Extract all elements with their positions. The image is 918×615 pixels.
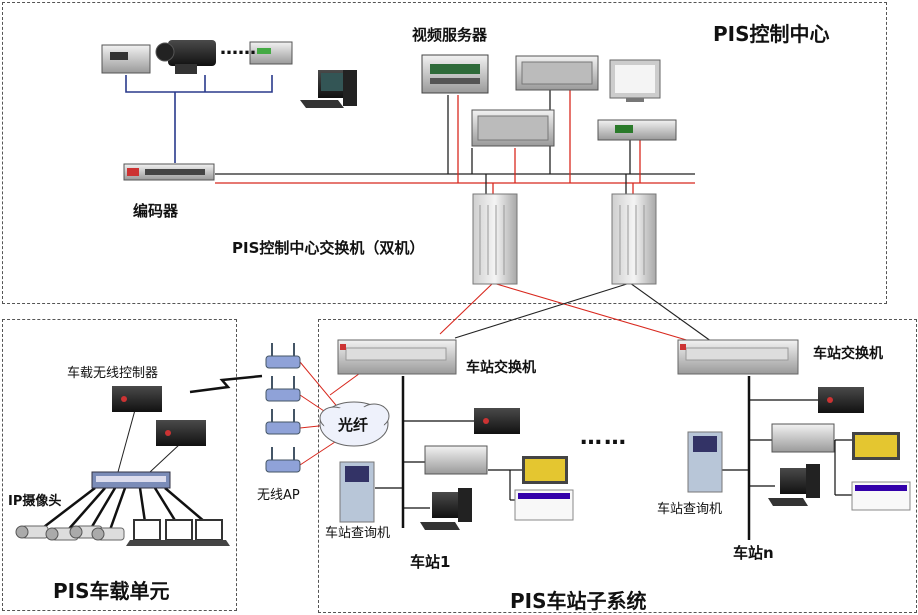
wireless-ap-label: 无线AP (257, 488, 300, 503)
monitor-display (609, 59, 661, 102)
video-camera-device (155, 40, 216, 74)
trunk-links (439, 282, 716, 345)
station1-kiosk (339, 461, 375, 523)
station1-kiosk-label: 车站查询机 (325, 526, 391, 541)
vehicle-switch (91, 471, 171, 489)
fiber-cloud (319, 401, 390, 447)
center-switch-label: PIS控制中心交换机（双机） (232, 239, 425, 257)
station1-storage (424, 445, 488, 475)
station1-display (522, 456, 568, 484)
ip-camera-4 (91, 527, 125, 541)
vehicle-laptop-1 (126, 519, 168, 546)
encoder-label: 编码器 (133, 202, 179, 220)
station1-switch (337, 339, 457, 375)
station-ellipsis: …… (580, 425, 628, 450)
vehicle-links (39, 409, 206, 531)
vehicle-controller-2 (156, 420, 206, 446)
wireless-ap-2 (265, 376, 301, 402)
storage-array-2 (471, 109, 555, 147)
vehicle-laptop-2 (158, 519, 200, 546)
station1-switch-label: 车站交换机 (466, 360, 536, 376)
decoder-device (597, 119, 677, 141)
stationn-display (852, 432, 900, 460)
stationn-controller (818, 387, 864, 413)
vehicle-laptop-3 (188, 519, 230, 546)
wireless-ap-4 (265, 447, 301, 473)
vehicle-wireless-controller (112, 386, 162, 412)
wireless-ap-1 (265, 343, 301, 369)
center-links (125, 75, 695, 195)
video-server-device (421, 54, 489, 94)
camera-ellipsis: …… (220, 38, 256, 59)
stationn-storage (771, 423, 835, 453)
station-subsystem-title: PIS车站子系统 (510, 589, 647, 613)
wireless-link-bolt (189, 374, 263, 394)
center-pc (300, 70, 357, 108)
vehicle-wireless-controller-label: 车载无线控制器 (67, 366, 159, 381)
station1-label: 车站1 (410, 553, 451, 571)
stationn-switch (677, 339, 799, 375)
control-center-title: PIS控制中心 (713, 22, 830, 46)
center-switch-2 (611, 193, 657, 285)
station1-lcd-screen (514, 489, 574, 521)
video-server-label: 视频服务器 (412, 26, 488, 44)
stationn-label: 车站n (733, 544, 774, 562)
fiber-label: 光纤 (338, 416, 369, 434)
center-switch-1 (472, 193, 518, 285)
storage-array-1 (515, 55, 599, 91)
vehicle-unit-region (2, 319, 237, 611)
stationn-lcd-screen (851, 481, 911, 511)
ip-camera-1 (15, 525, 49, 539)
vehicle-unit-title: PIS车载单元 (53, 579, 170, 603)
stationn-pc (768, 464, 820, 506)
wireless-ap-3 (265, 409, 301, 435)
stationn-kiosk (687, 431, 723, 493)
control-center-region (2, 2, 887, 304)
station1-controller (474, 408, 520, 434)
ip-camera-label: IP摄像头 (8, 494, 62, 509)
encoder-small-device (249, 41, 293, 65)
encoder-device (123, 163, 215, 181)
station1-pc (420, 488, 472, 530)
stationn-kiosk-label: 车站查询机 (657, 502, 723, 517)
stationn-switch-label: 车站交换机 (813, 346, 883, 362)
stationn-links (720, 376, 852, 540)
recorder-device (101, 44, 151, 74)
